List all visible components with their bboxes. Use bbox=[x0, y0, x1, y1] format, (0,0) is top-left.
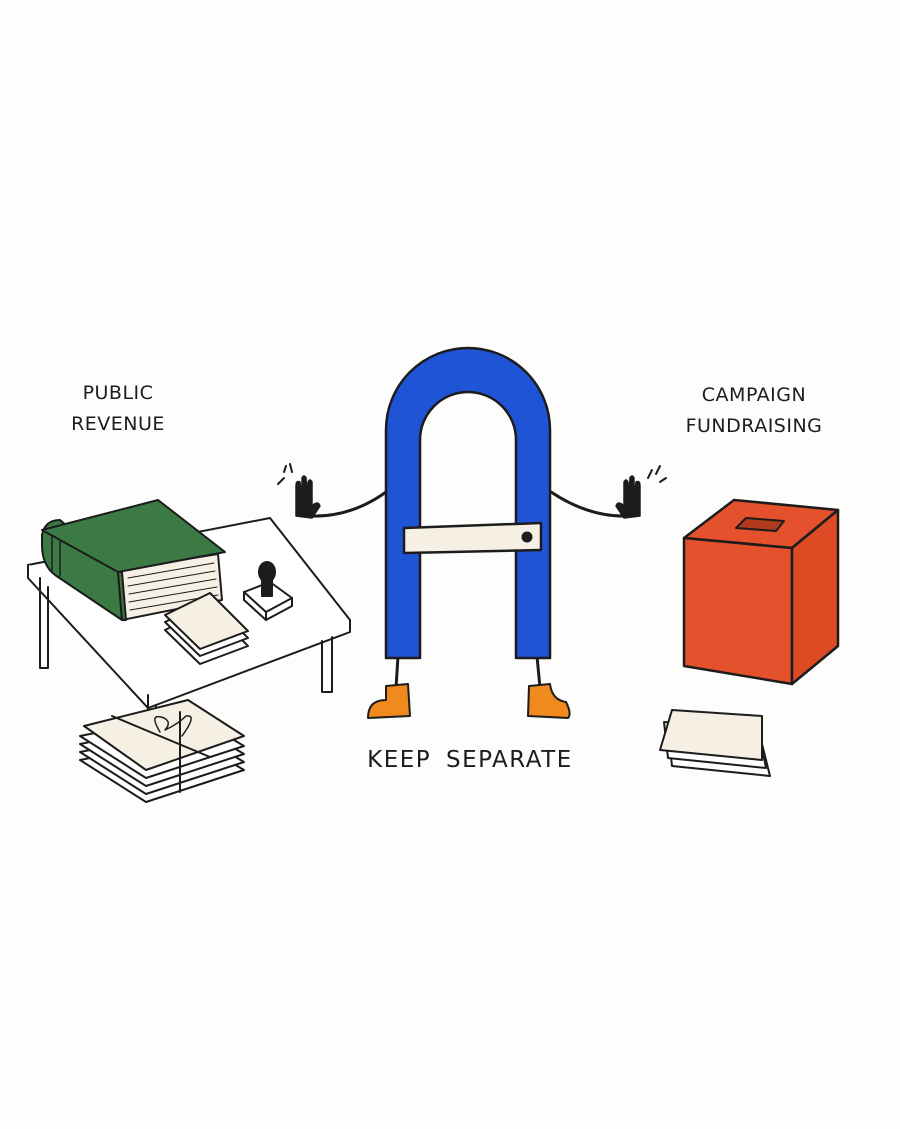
rubber-stamp-icon bbox=[243, 561, 293, 621]
public-revenue-label: PUBLIC REVENUE bbox=[48, 378, 188, 440]
ballot-box-icon bbox=[682, 498, 840, 686]
keep-separate-caption: KEEP SEPARATE bbox=[367, 747, 573, 773]
campaign-fundraising-line1: CAMPAIGN bbox=[701, 384, 807, 406]
ballot-cards-icon bbox=[659, 709, 771, 777]
public-revenue-line2: REVENUE bbox=[71, 413, 165, 435]
campaign-fundraising-line2: FUNDRAISING bbox=[685, 415, 823, 437]
ledger-book-icon bbox=[41, 499, 226, 621]
campaign-fundraising-label: CAMPAIGN FUNDRAISING bbox=[672, 380, 836, 442]
tied-document-bundle-icon bbox=[79, 699, 245, 803]
magnet-character-icon bbox=[277, 346, 667, 719]
paper-stack-icon bbox=[164, 592, 249, 665]
public-revenue-line1: PUBLIC bbox=[82, 382, 154, 404]
